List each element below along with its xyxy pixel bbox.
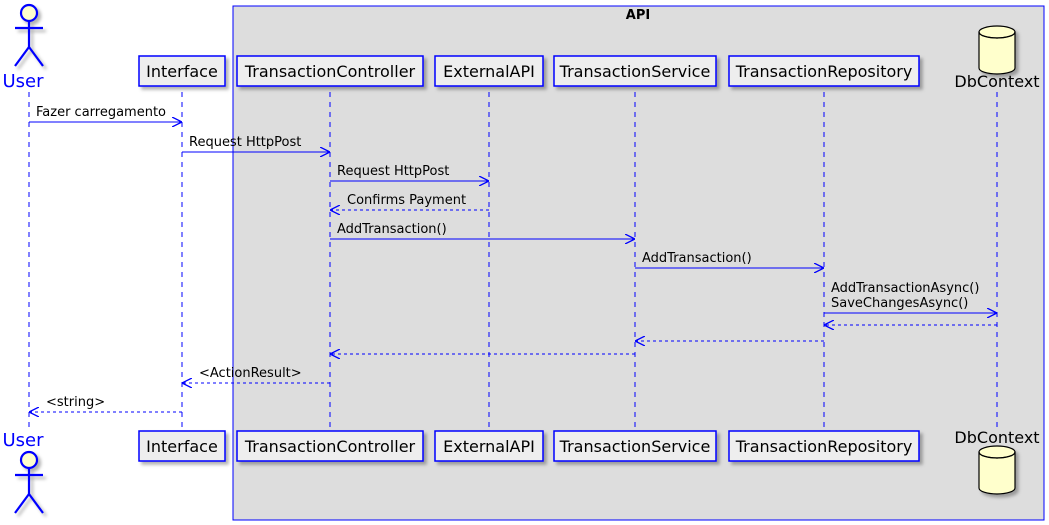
- participant-label: TransactionService: [559, 437, 711, 456]
- participant-box: [236, 55, 424, 87]
- message-label: AddTransaction(): [642, 251, 752, 266]
- message-12: <string>: [30, 395, 182, 412]
- message-11: <ActionResult>: [183, 366, 330, 383]
- participant-transactionrepository-bottom: TransactionRepository: [728, 430, 920, 462]
- participant-box: [138, 55, 226, 87]
- lifelines: [28, 92, 998, 428]
- participant-label: DbContext: [954, 72, 1039, 91]
- participant-box: [728, 430, 920, 462]
- participant-interface-top: Interface: [138, 55, 226, 87]
- api-group-title: API: [626, 8, 650, 23]
- message-label: Fazer carregamento: [36, 105, 166, 120]
- stick-figure-icon-top: [14, 3, 44, 67]
- participant-dbcontext-bottom: DbContext: [954, 428, 1040, 495]
- message-label: <string>: [46, 395, 105, 410]
- message-label: Request HttpPost: [337, 164, 449, 179]
- participant-label: TransactionRepository: [735, 437, 913, 456]
- participant-label: TransactionService: [559, 62, 711, 81]
- message-2: Request HttpPost: [182, 135, 329, 152]
- participant-label: TransactionController: [244, 62, 416, 81]
- actor-label-top: User: [2, 71, 44, 92]
- participant-dbcontext-top: DbContext: [954, 25, 1040, 91]
- database-icon: [978, 445, 1016, 495]
- message-6: AddTransaction(): [635, 251, 823, 268]
- message-label: AddTransaction(): [337, 222, 447, 237]
- participant-externalapi-bottom: ExternalAPI: [434, 430, 544, 462]
- message-3: Request HttpPost: [330, 164, 488, 181]
- database-icon: [978, 25, 1016, 75]
- participant-box: [434, 55, 544, 87]
- participant-label: Interface: [146, 62, 218, 81]
- participant-heads: InterfaceInterfaceTransactionControllerT…: [2, 3, 1040, 514]
- participant-transactioncontroller-top: TransactionController: [236, 55, 424, 87]
- participant-label: ExternalAPI: [443, 62, 535, 81]
- message-1: Fazer carregamento: [29, 105, 181, 122]
- participant-box: [553, 55, 717, 87]
- participant-label: TransactionRepository: [735, 62, 913, 81]
- message-label: AddTransactionAsync(): [831, 281, 979, 296]
- message-5: AddTransaction(): [330, 222, 634, 239]
- participant-box: [138, 430, 226, 462]
- message-7: AddTransactionAsync()SaveChangesAsync(): [824, 281, 996, 313]
- actor-label-bottom: User: [2, 430, 44, 451]
- message-label: <ActionResult>: [199, 366, 302, 381]
- participant-box: [434, 430, 544, 462]
- participant-box: [236, 430, 424, 462]
- participant-interface-bottom: Interface: [138, 430, 226, 462]
- participant-label: DbContext: [954, 428, 1039, 447]
- participant-transactionservice-bottom: TransactionService: [553, 430, 717, 462]
- participant-transactionservice-top: TransactionService: [553, 55, 717, 87]
- message-label: SaveChangesAsync(): [831, 296, 968, 311]
- message-label: Request HttpPost: [189, 135, 301, 150]
- participant-transactionrepository-top: TransactionRepository: [728, 55, 920, 87]
- message-4: Confirms Payment: [331, 193, 489, 210]
- message-label: Confirms Payment: [347, 193, 466, 208]
- participant-label: ExternalAPI: [443, 437, 535, 456]
- participant-label: Interface: [146, 437, 218, 456]
- participant-transactioncontroller-bottom: TransactionController: [236, 430, 424, 462]
- participant-box: [728, 55, 920, 87]
- stick-figure-icon-bottom: [14, 450, 44, 514]
- participant-box: [553, 430, 717, 462]
- participant-externalapi-top: ExternalAPI: [434, 55, 544, 87]
- participant-label: TransactionController: [244, 437, 416, 456]
